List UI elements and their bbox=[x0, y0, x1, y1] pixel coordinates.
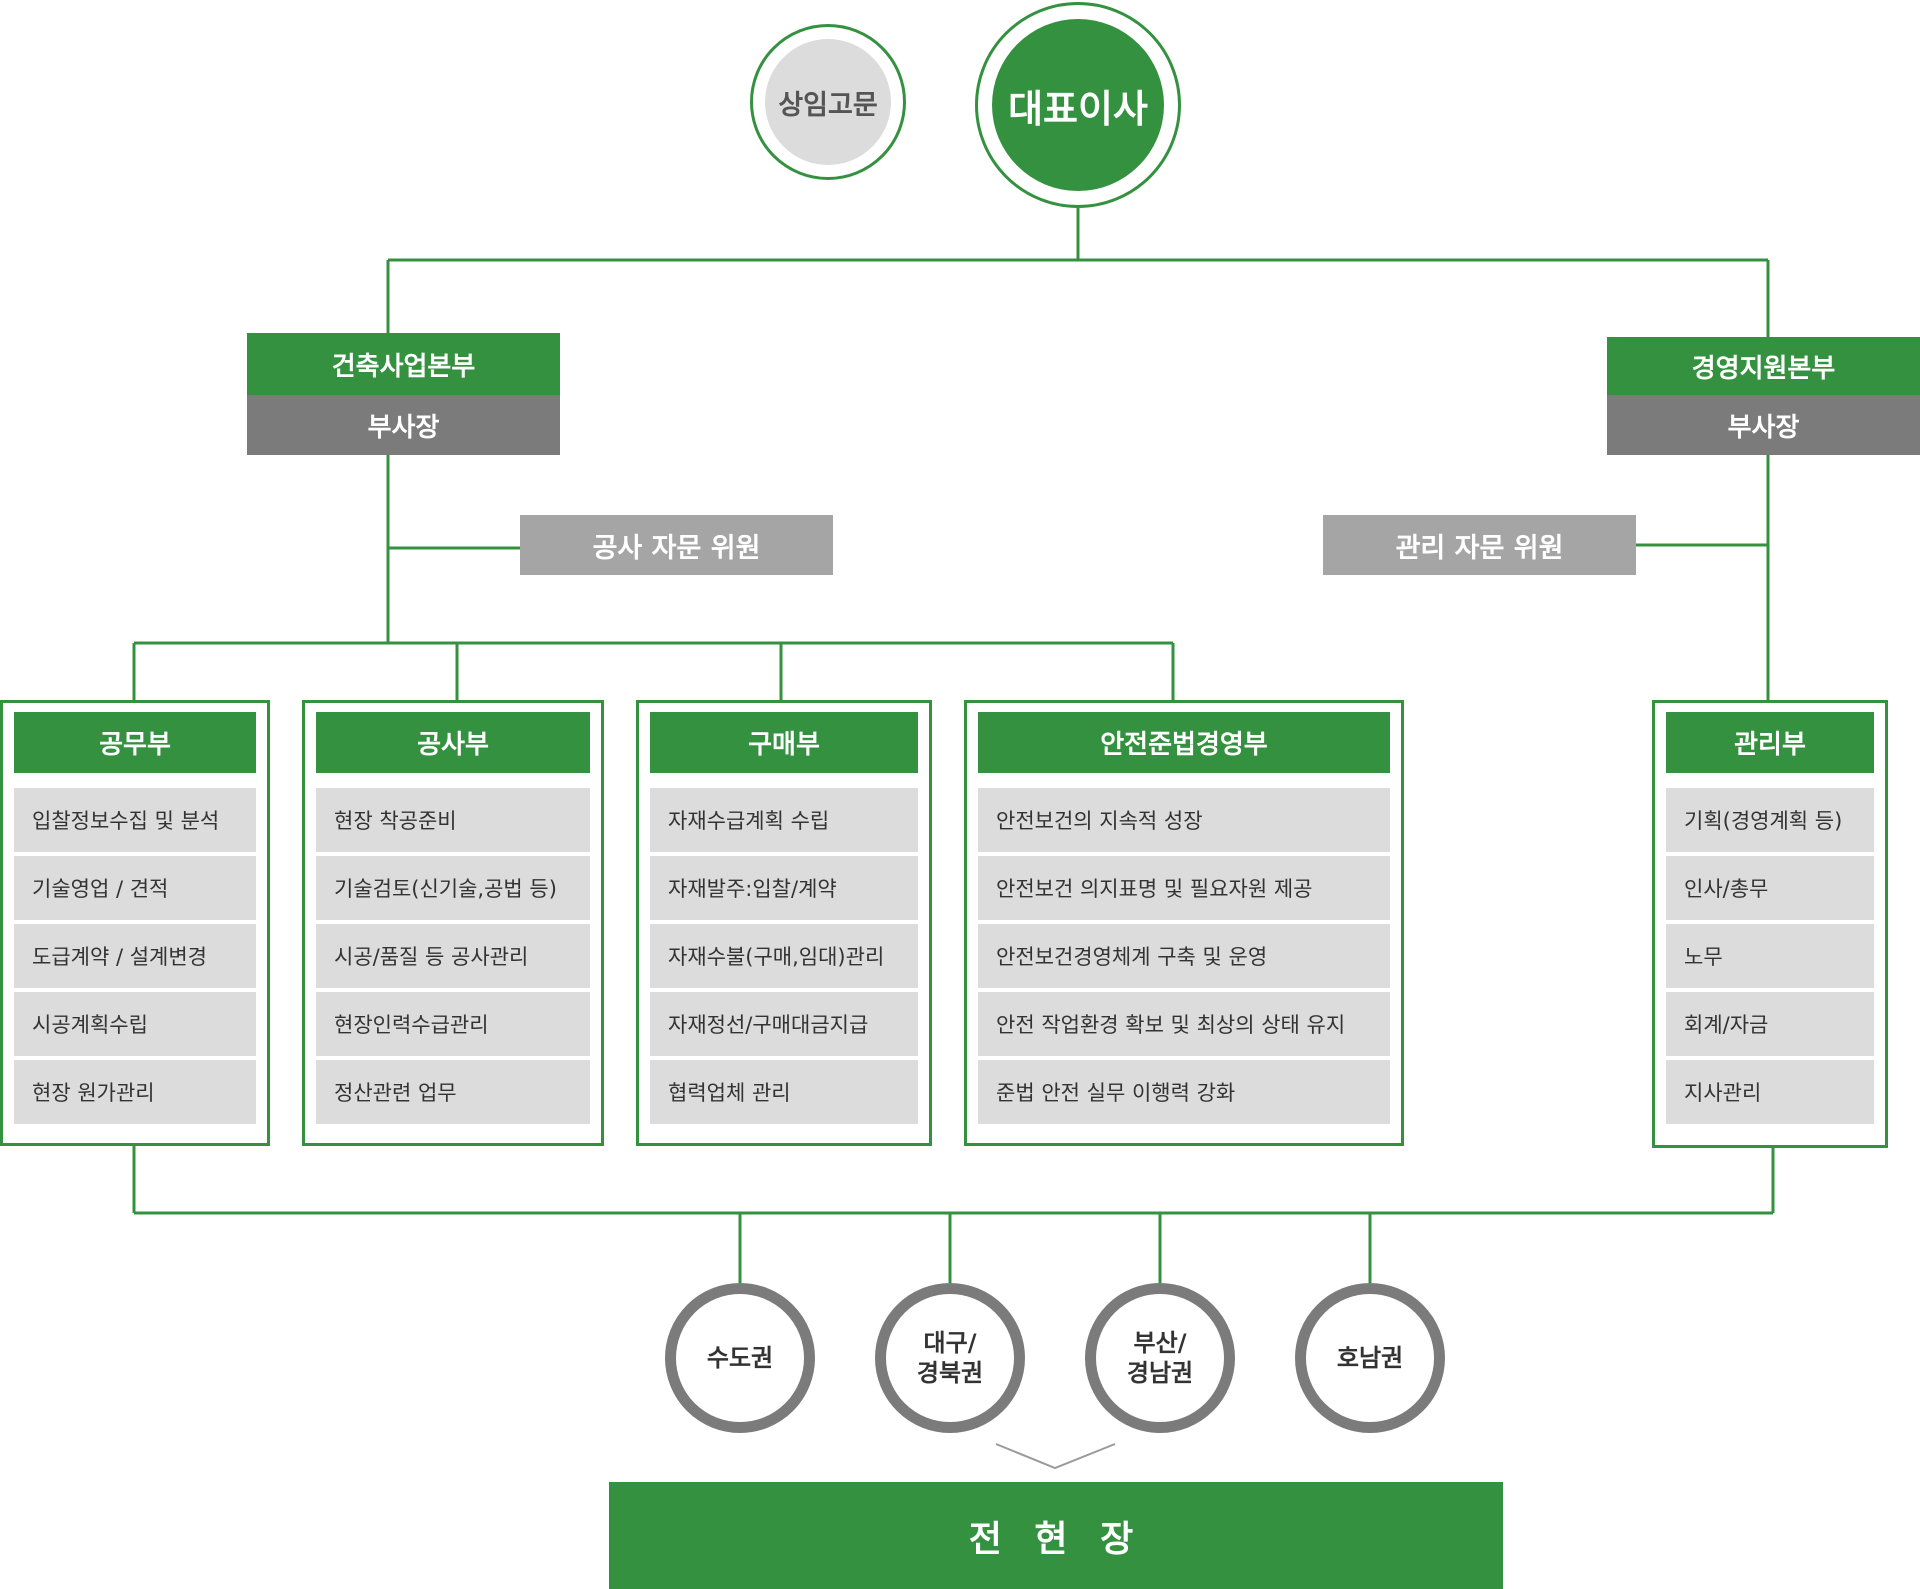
region-label-line2: 경북권 bbox=[916, 1359, 984, 1387]
construction-hq-vp: 부사장 bbox=[247, 395, 560, 455]
region-honam: 호남권 bbox=[1295, 1283, 1445, 1433]
region-label: 수도권 bbox=[706, 1344, 774, 1372]
region-busan-gyeongnam: 부산/ 경남권 bbox=[1085, 1283, 1235, 1433]
region-label: 부산/ bbox=[1133, 1329, 1187, 1357]
region-label-line2: 경남권 bbox=[1126, 1359, 1194, 1387]
dept-item: 자재수불(구매,임대)관리 bbox=[650, 924, 918, 988]
dept-item: 정산관련 업무 bbox=[316, 1060, 590, 1124]
management-hq-vp: 부사장 bbox=[1607, 395, 1920, 455]
dept-item: 자재발주:입찰/계약 bbox=[650, 856, 918, 920]
dept-item: 현장 착공준비 bbox=[316, 788, 590, 852]
region-label: 호남권 bbox=[1336, 1344, 1404, 1372]
ceo-label: 대표이사 bbox=[992, 19, 1164, 191]
dept-item: 현장 원가관리 bbox=[14, 1060, 256, 1124]
ceo-circle: 대표이사 bbox=[975, 2, 1181, 208]
dept-item: 자재수급계획 수립 bbox=[650, 788, 918, 852]
dept-purchasing: 구매부 자재수급계획 수립 자재발주:입찰/계약 자재수불(구매,임대)관리 자… bbox=[636, 700, 932, 1146]
dept-item-list: 입찰정보수집 및 분석 기술영업 / 견적 도급계약 / 설계변경 시공계획수립… bbox=[14, 788, 256, 1124]
dept-item: 준법 안전 실무 이행력 강화 bbox=[978, 1060, 1390, 1124]
management-hq-title: 경영지원본부 bbox=[1607, 337, 1920, 395]
dept-item: 도급계약 / 설계변경 bbox=[14, 924, 256, 988]
dept-item: 기술영업 / 견적 bbox=[14, 856, 256, 920]
region-label: 대구/ bbox=[923, 1329, 977, 1357]
dept-public-works: 공무부 입찰정보수집 및 분석 기술영업 / 견적 도급계약 / 설계변경 시공… bbox=[0, 700, 270, 1146]
region-daegu-gyeongbuk: 대구/ 경북권 bbox=[875, 1283, 1025, 1433]
dept-item: 기술검토(신기술,공법 등) bbox=[316, 856, 590, 920]
dept-item: 회계/자금 bbox=[1666, 992, 1874, 1056]
construction-hq-title: 건축사업본부 bbox=[247, 333, 560, 395]
dept-item: 인사/총무 bbox=[1666, 856, 1874, 920]
dept-item: 시공계획수립 bbox=[14, 992, 256, 1056]
management-advisory-box: 관리 자문 위원 bbox=[1323, 515, 1636, 575]
dept-item: 안전 작업환경 확보 및 최상의 상태 유지 bbox=[978, 992, 1390, 1056]
dept-item: 입찰정보수집 및 분석 bbox=[14, 788, 256, 852]
dept-construction: 공사부 현장 착공준비 기술검토(신기술,공법 등) 시공/품질 등 공사관리 … bbox=[302, 700, 604, 1146]
all-sites-bar: 전 현 장 bbox=[609, 1482, 1503, 1589]
standing-advisor-label: 상임고문 bbox=[765, 39, 891, 165]
dept-title: 공무부 bbox=[14, 712, 256, 773]
dept-administration: 관리부 기획(경영계획 등) 인사/총무 노무 회계/자금 지사관리 bbox=[1652, 700, 1888, 1148]
dept-item: 자재정선/구매대금지급 bbox=[650, 992, 918, 1056]
dept-title: 관리부 bbox=[1666, 712, 1874, 773]
dept-item: 노무 bbox=[1666, 924, 1874, 988]
dept-item: 안전보건경영체계 구축 및 운영 bbox=[978, 924, 1390, 988]
dept-item: 안전보건 의지표명 및 필요자원 제공 bbox=[978, 856, 1390, 920]
dept-item: 기획(경영계획 등) bbox=[1666, 788, 1874, 852]
dept-item: 안전보건의 지속적 성장 bbox=[978, 788, 1390, 852]
dept-title: 안전준법경영부 bbox=[978, 712, 1390, 773]
dept-title: 공사부 bbox=[316, 712, 590, 773]
dept-item-list: 안전보건의 지속적 성장 안전보건 의지표명 및 필요자원 제공 안전보건경영체… bbox=[978, 788, 1390, 1124]
dept-item-list: 기획(경영계획 등) 인사/총무 노무 회계/자금 지사관리 bbox=[1666, 788, 1874, 1124]
region-capital: 수도권 bbox=[665, 1283, 815, 1433]
dept-item: 지사관리 bbox=[1666, 1060, 1874, 1124]
dept-item: 시공/품질 등 공사관리 bbox=[316, 924, 590, 988]
construction-advisory-box: 공사 자문 위원 bbox=[520, 515, 833, 575]
dept-item: 협력업체 관리 bbox=[650, 1060, 918, 1124]
dept-item-list: 자재수급계획 수립 자재발주:입찰/계약 자재수불(구매,임대)관리 자재정선/… bbox=[650, 788, 918, 1124]
dept-item: 현장인력수급관리 bbox=[316, 992, 590, 1056]
dept-safety-compliance: 안전준법경영부 안전보건의 지속적 성장 안전보건 의지표명 및 필요자원 제공… bbox=[964, 700, 1404, 1146]
dept-item-list: 현장 착공준비 기술검토(신기술,공법 등) 시공/품질 등 공사관리 현장인력… bbox=[316, 788, 590, 1124]
standing-advisor-circle: 상임고문 bbox=[750, 24, 906, 180]
dept-title: 구매부 bbox=[650, 712, 918, 773]
